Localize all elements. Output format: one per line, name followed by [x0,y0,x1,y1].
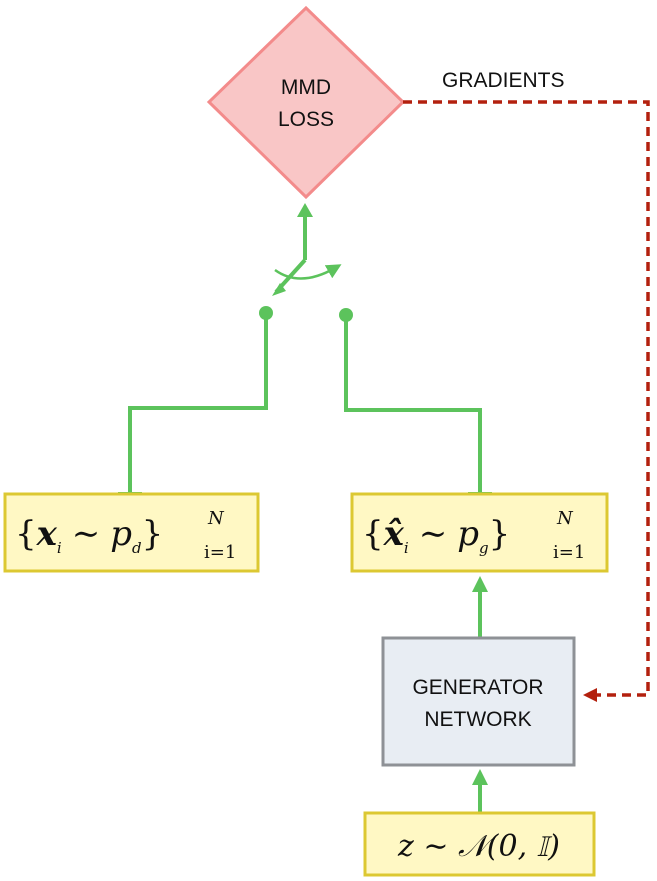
real-data-connector [118,306,273,496]
real-samples-node: {xi ∼pd} N i=1 [3,492,260,573]
generated-samples-node: {x̂i ∼pg} N i=1 [350,492,609,573]
noise-to-generator-arrow [472,769,488,813]
real-close-brace: } [142,514,164,554]
switch-toggle-arc [274,264,342,280]
gen-sub-g: g [479,539,489,557]
real-x-symbol: x [36,514,58,554]
real-p-symbol: p [110,514,132,554]
loss-input-arrowhead [297,203,313,217]
real-sub-range: i=1 [204,542,236,563]
generator-network-node: GENERATOR NETWORK [381,636,576,767]
real-sup-N: N [207,508,225,529]
gradients-feedback-arrow [403,100,650,702]
generator-label-line2: NETWORK [424,708,531,731]
mmd-loss-node: MMD LOSS [206,5,406,200]
gen-close-brace: } [489,514,511,554]
gradients-arrowhead [583,688,597,702]
gen-sub-range: i=1 [553,542,585,563]
generated-data-connector [339,308,492,496]
switch-blade-arrowhead [272,283,286,296]
switch-connector [272,203,342,296]
gradients-label: GRADIENTS [442,69,565,92]
gen-tilde: ∼ [419,514,448,554]
generator-label-line1: GENERATOR [412,676,543,699]
noise-distribution-label: z ∼ 𝒩(0, 𝕀) [397,829,560,864]
gen-sup-N: N [556,508,574,529]
mmd-loss-label-line1: MMD [281,76,331,99]
gen-sub-i: i [404,539,409,557]
real-sub-i: i [57,539,62,557]
svg-text:{x̂i∼pg}: {x̂i ∼pg} [362,514,510,557]
gen-open-brace: { [362,514,384,554]
gen-p-symbol: p [457,514,479,554]
svg-text:{xi∼pd}: {xi ∼pd} [15,514,163,557]
real-sub-d: d [132,539,142,557]
gen-x-hat-symbol: x̂ [383,514,405,554]
noise-input-node: z ∼ 𝒩(0, 𝕀) [363,811,596,877]
real-tilde: ∼ [72,514,101,554]
generator-to-samples-arrow [472,576,488,638]
mmd-loss-label-line2: LOSS [278,108,334,131]
real-open-brace: { [15,514,37,554]
